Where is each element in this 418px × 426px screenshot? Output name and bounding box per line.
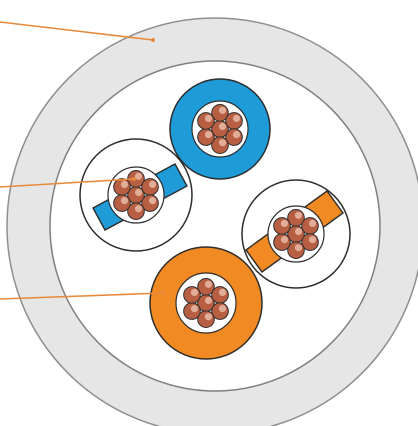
conductor-top-blue [169, 78, 271, 180]
copper-strand-highlight [294, 227, 303, 236]
conductor-right-orange [241, 179, 351, 289]
outer-jacket-leader-dot [151, 38, 155, 42]
copper-strand-highlight [190, 305, 199, 313]
copper-strand-highlight [308, 236, 317, 244]
copper-strand-highlight [218, 288, 227, 296]
copper-strand-highlight [148, 180, 157, 188]
copper-strand-highlight [204, 131, 213, 139]
copper-strand-highlight [218, 106, 227, 114]
copper-strand-highlight [218, 122, 227, 131]
strand-bundle-left [113, 170, 159, 220]
copper-strand-highlight [204, 296, 213, 305]
blue-insulation-leader [0, 178, 135, 188]
conductor-bottom-orange [149, 246, 263, 360]
copper-strand-highlight [134, 188, 143, 197]
copper-strand-highlight [280, 236, 289, 244]
copper-strand-highlight [294, 244, 303, 252]
copper-strand-highlight [134, 172, 143, 180]
strand-bundle-top [197, 104, 243, 154]
orange-insulation-leader [0, 292, 164, 300]
copper-strand-highlight [232, 131, 241, 139]
copper-strand-highlight [218, 139, 227, 147]
copper-strand-highlight [120, 197, 129, 205]
copper-strand-highlight [204, 313, 213, 321]
copper-strand-highlight [190, 288, 199, 296]
strand-bundle-bottom [183, 278, 229, 329]
strand-bundle-right [273, 209, 319, 259]
copper-strand-highlight [294, 211, 303, 219]
outer-jacket-leader [0, 21, 154, 41]
blue-insulation-leader-dot [132, 177, 136, 181]
copper-strand-highlight [120, 180, 129, 188]
copper-strand-highlight [204, 114, 213, 122]
copper-strand-highlight [204, 280, 213, 288]
copper-strand-highlight [218, 305, 227, 313]
copper-strand-highlight [148, 197, 157, 205]
copper-strand-highlight [308, 219, 317, 227]
copper-strand-highlight [134, 205, 143, 213]
orange-insulation-leader-dot [161, 291, 165, 295]
copper-strand-highlight [280, 219, 289, 227]
copper-strand-highlight [232, 114, 241, 122]
conductor-left-blue [79, 138, 193, 252]
